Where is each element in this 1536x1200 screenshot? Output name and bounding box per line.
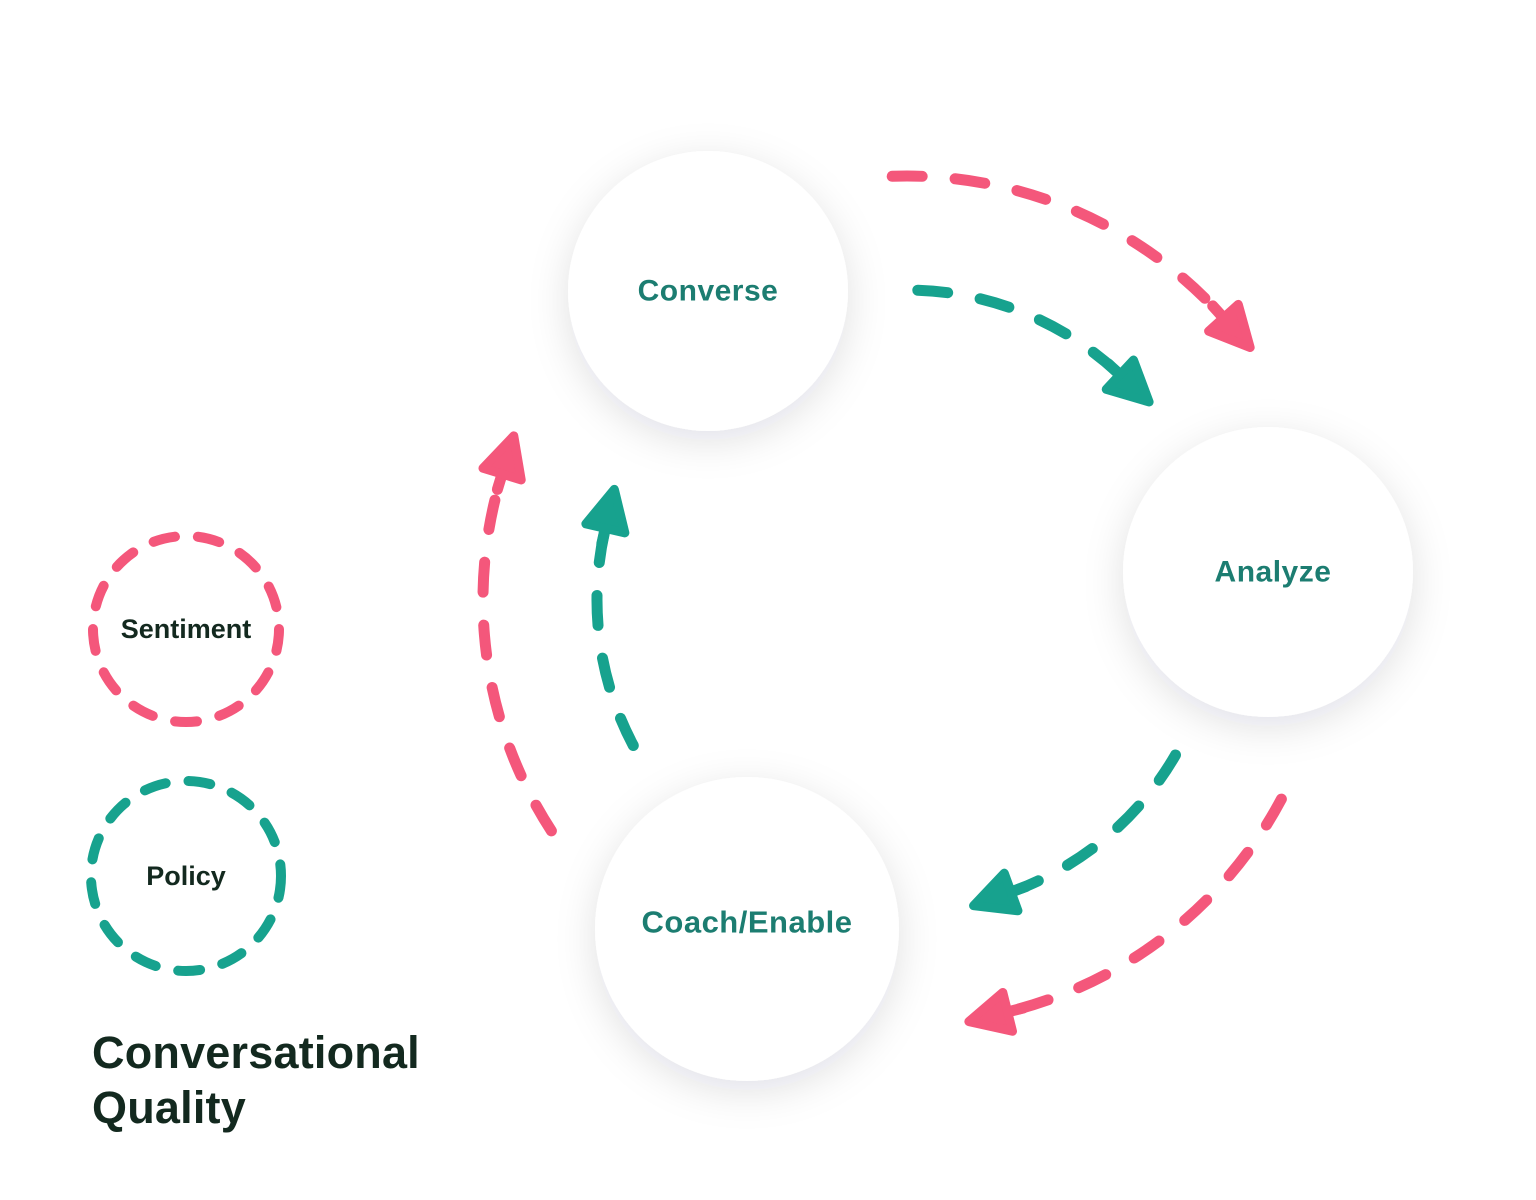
diagram-title: Conversational Quality <box>92 1027 420 1133</box>
sentiment-legend-circle <box>88 531 284 727</box>
node-coach-enable: Coach/Enable <box>595 777 899 1081</box>
converse-circle <box>568 151 848 431</box>
sentiment-arrowhead-to-converse <box>478 430 533 495</box>
legend-item-policy: Policy <box>86 776 286 976</box>
policy-arrowhead-to-converse <box>582 485 634 549</box>
sentiment-arrow-analyze-to-coach <box>1004 793 1287 1017</box>
cycle-arrows <box>477 170 1287 1041</box>
sentiment-legend-label: Sentiment <box>121 614 252 644</box>
node-converse: Converse <box>568 151 848 431</box>
analyze-label: Analyze <box>1215 556 1332 589</box>
node-analyze: Analyze <box>1123 427 1413 717</box>
converse-label: Converse <box>638 275 779 308</box>
coach-enable-label: Coach/Enable <box>642 905 853 940</box>
diagram-title-line-2: Quality <box>92 1082 246 1133</box>
policy-arrow-analyze-to-coach <box>1007 749 1181 897</box>
policy-arrowhead-to-coach <box>967 868 1033 925</box>
legend: Sentiment Policy <box>86 531 286 976</box>
sentiment-arrow-coach-to-converse <box>477 470 557 837</box>
legend-item-sentiment: Sentiment <box>88 531 284 727</box>
diagram-title-line-1: Conversational <box>92 1027 420 1078</box>
sentiment-arrow-converse-to-analyze <box>886 170 1228 322</box>
analyze-circle <box>1123 427 1413 717</box>
policy-legend-label: Policy <box>146 861 226 891</box>
coach-enable-circle <box>595 777 899 1081</box>
policy-arrow-coach-to-converse <box>591 524 639 751</box>
policy-legend-circle <box>86 776 286 976</box>
sentiment-arrowhead-to-coach <box>964 989 1028 1041</box>
policy-arrow-converse-to-analyze <box>912 284 1124 379</box>
